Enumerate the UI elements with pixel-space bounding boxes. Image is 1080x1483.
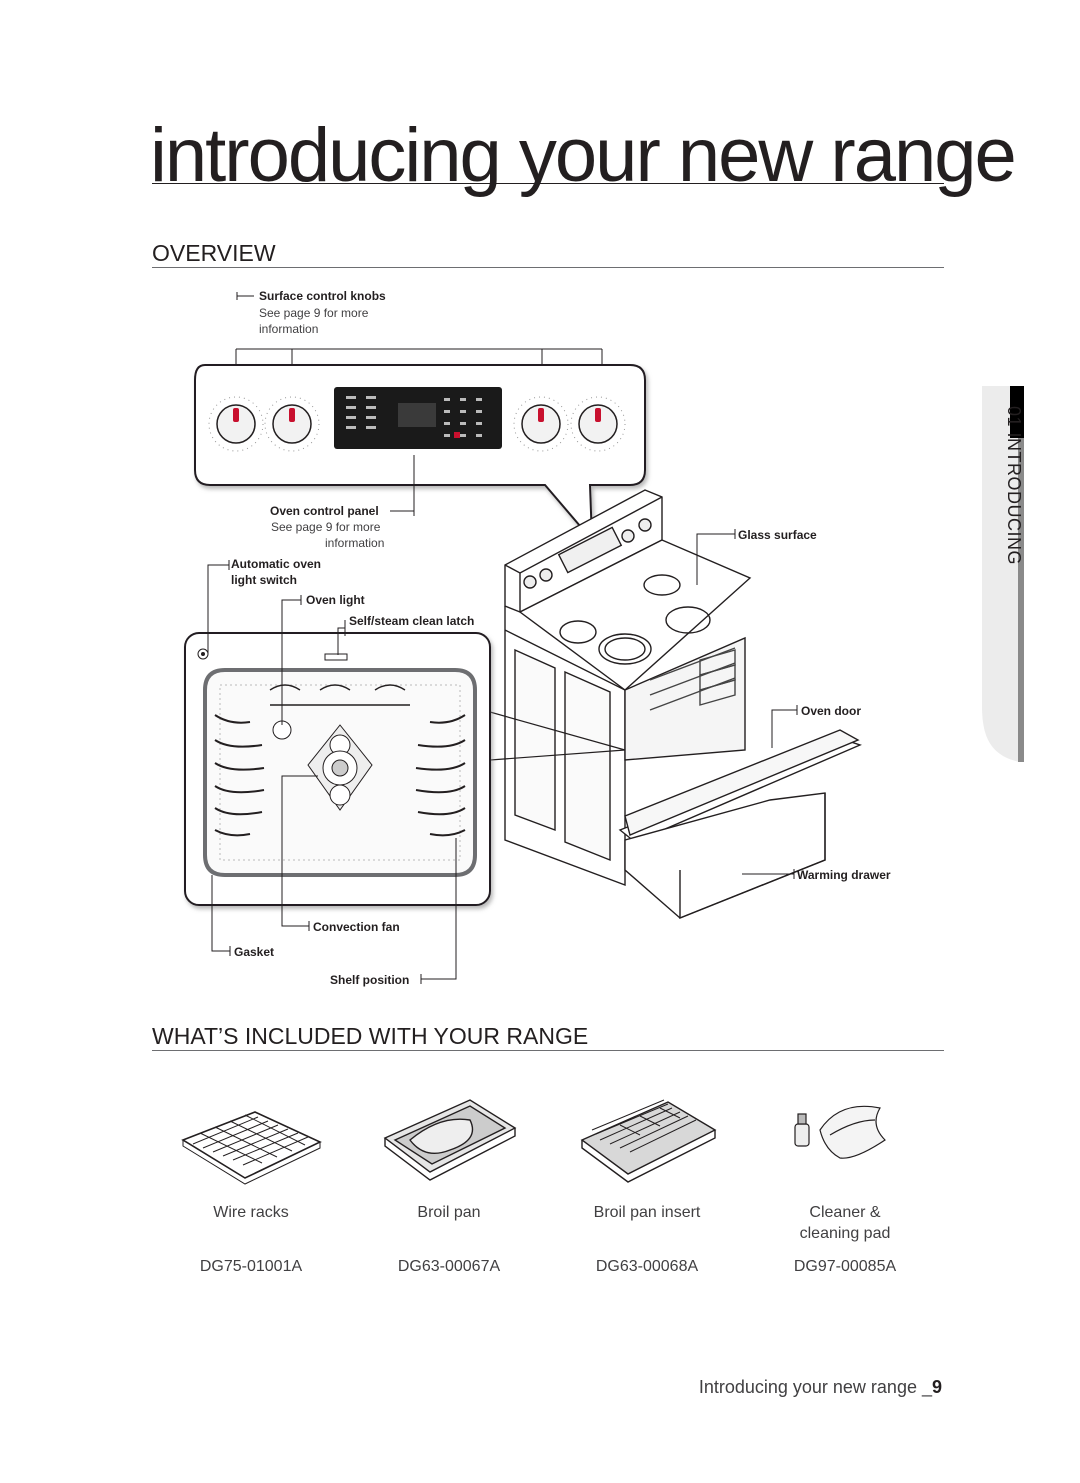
included-rule [152, 1050, 944, 1051]
label-warming-drawer: Warming drawer [797, 868, 891, 882]
label-convection-fan: Convection fan [313, 920, 400, 934]
section-heading-included: WHAT’S INCLUDED WITH YOUR RANGE [152, 1023, 589, 1049]
label-oven-door: Oven door [801, 704, 862, 718]
accessory-name-cleaner-line2: cleaning pad [799, 1225, 891, 1242]
title-rule [152, 183, 944, 184]
accessory-code-broil-pan: DG63-00067A [397, 1258, 501, 1275]
knob-left-2 [264, 396, 320, 452]
label-shelf-position: Shelf position [330, 973, 410, 987]
section-heading-overview: OVERVIEW [152, 240, 276, 266]
label-surface-knobs: Surface control knobs [259, 289, 386, 303]
control-panel-callout [194, 364, 646, 543]
oven-interior-callout [184, 632, 491, 906]
label-oven-control-sub2: information [325, 536, 385, 550]
broil-pan-insert-icon [580, 1099, 717, 1183]
accessory-code-cleaner: DG97-00085A [793, 1258, 897, 1275]
accessory-name-wire-racks: Wire racks [213, 1204, 289, 1221]
label-auto-light-2: light switch [231, 573, 297, 587]
accessory-name-cleaner: Cleaner & [809, 1204, 881, 1221]
label-gasket: Gasket [234, 945, 275, 959]
label-oven-control-sub1: See page 9 for more [271, 520, 381, 534]
label-surface-knobs-sub2: information [259, 322, 319, 336]
label-auto-light-1: Automatic oven [231, 557, 322, 571]
range-illustration [504, 489, 862, 920]
accessory-code-wire-racks: DG75-01001A [199, 1258, 303, 1275]
footer-text: Introducing your new range _ [698, 1377, 932, 1397]
side-tab-label: 01 INTRODUCING [1004, 406, 1024, 566]
knob-right-1 [513, 396, 569, 452]
cleaner-pad-icon [794, 1105, 886, 1159]
overview-rule [152, 267, 944, 268]
page-title: introducing your new range [150, 113, 1017, 198]
label-oven-light: Oven light [306, 593, 365, 607]
wire-rack-icon [181, 1111, 322, 1185]
label-surface-knobs-sub1: See page 9 for more [259, 306, 369, 320]
accessory-code-broil-pan-insert: DG63-00068A [595, 1258, 699, 1275]
knob-right-2 [570, 396, 626, 452]
page-number: 9 [931, 1377, 942, 1397]
side-tab [982, 386, 1024, 762]
broil-pan-icon [383, 1099, 517, 1181]
label-oven-control-panel: Oven control panel [270, 504, 379, 518]
page-footer: Introducing your new range _9 [699, 1377, 942, 1398]
knob-left-1 [208, 396, 264, 452]
accessory-name-broil-pan: Broil pan [417, 1204, 481, 1221]
label-glass-surface: Glass surface [738, 528, 817, 542]
accessory-name-broil-pan-insert: Broil pan insert [593, 1204, 701, 1221]
label-clean-latch: Self/steam clean latch [349, 614, 475, 628]
